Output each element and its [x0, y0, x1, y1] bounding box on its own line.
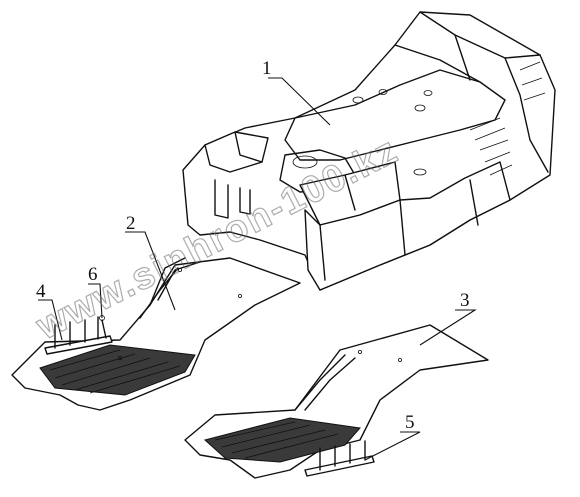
left-floor-mat	[11, 257, 301, 411]
right-mat-clip	[304, 440, 375, 477]
right-mat-texture	[203, 417, 361, 463]
left-mat-texture	[39, 344, 196, 396]
leader-lines	[38, 77, 477, 461]
callout-5: 5	[405, 412, 415, 433]
callout-2: 2	[126, 213, 136, 234]
callout-1: 1	[262, 58, 272, 79]
left-mat-clip	[44, 316, 113, 355]
cab-floor-shell	[182, 11, 556, 291]
callout-6: 6	[88, 264, 98, 285]
callout-4: 4	[36, 281, 46, 302]
right-floor-mat	[184, 324, 489, 479]
callout-3: 3	[460, 290, 470, 311]
